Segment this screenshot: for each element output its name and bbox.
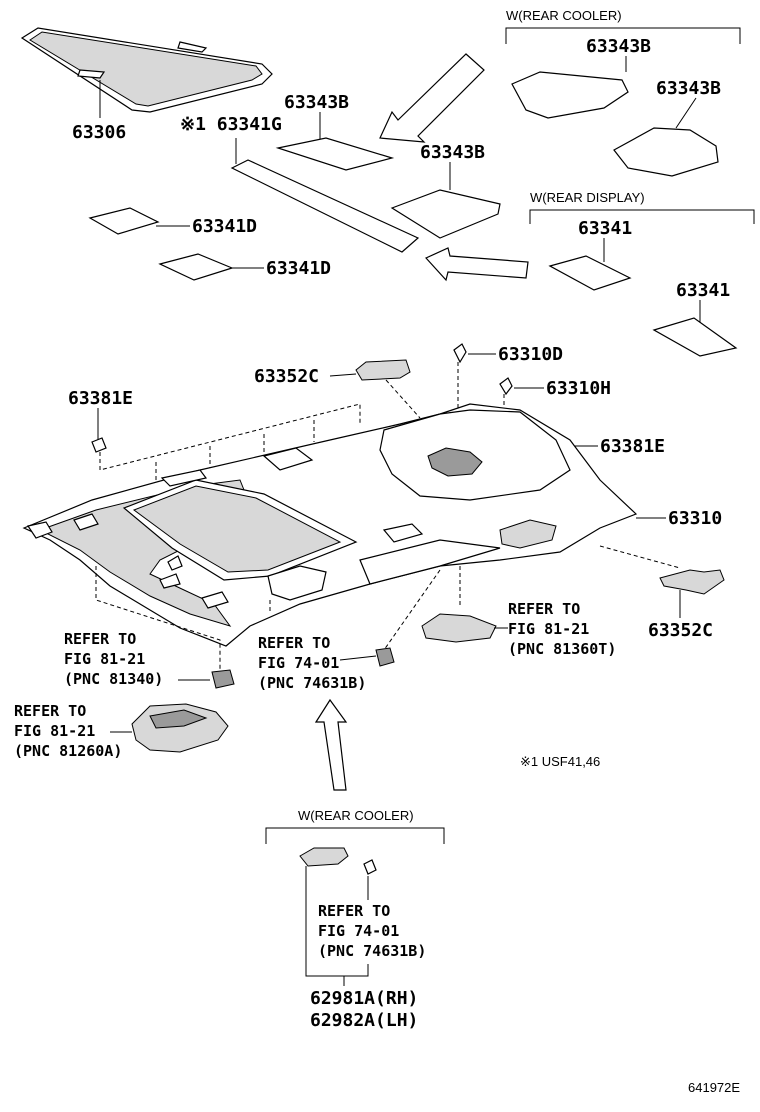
ref-74631b-1-line-3: (PNC 74631B) (258, 674, 366, 692)
sunshade-part-63306 (20, 27, 273, 113)
label-63341-1: 63341 (578, 218, 632, 239)
ref-81260a-line-2: FIG 81-21 (14, 722, 95, 740)
label-63310d: 63310D (498, 344, 563, 365)
label-63306: 63306 (72, 122, 126, 143)
label-63341-2: 63341 (676, 280, 730, 301)
label-62981a: 62981A(RH) (310, 988, 418, 1009)
rear-cooler-register (299, 847, 349, 867)
reference-81360t: REFER TO FIG 81-21 (PNC 81360T) (508, 600, 616, 658)
label-63310: 63310 (668, 508, 722, 529)
reference-74631b-2: REFER TO FIG 74-01 (PNC 74631B) (318, 902, 426, 960)
ref-74631b-2-line-3: (PNC 74631B) (318, 942, 426, 960)
ref-81260a-line-3: (PNC 81260A) (14, 742, 122, 760)
reference-74631b-1: REFER TO FIG 74-01 (PNC 74631B) (258, 634, 366, 692)
ref-81360t-line-1: REFER TO (508, 600, 580, 618)
footnote-text: ※1 USF41,46 (520, 754, 600, 769)
label-63343b-3: 63343B (284, 92, 349, 113)
assembly-arrow-middle (425, 247, 529, 282)
ref-81360t-line-3: (PNC 81360T) (508, 640, 616, 658)
ref-81340-line-2: FIG 81-21 (64, 650, 145, 668)
ref-81260a-line-1: REFER TO (14, 702, 86, 720)
group-label-rear-display: W(REAR DISPLAY) (530, 190, 645, 205)
ref-74631b-2-line-1: REFER TO (318, 902, 390, 920)
label-63341g: ※1 63341G (180, 114, 282, 135)
assembly-arrow-bottom (314, 698, 348, 791)
ref-81340-line-3: (PNC 81340) (64, 670, 163, 688)
assembly-arrow-top (379, 53, 485, 143)
label-63343b-4: 63343B (420, 142, 485, 163)
label-63381e-1: 63381E (68, 388, 133, 409)
label-63352c-2: 63352C (648, 620, 713, 641)
label-63343b-1: 63343B (586, 36, 651, 57)
figure-id: 641972E (688, 1080, 740, 1095)
reference-81260a: REFER TO FIG 81-21 (PNC 81260A) (14, 702, 122, 760)
headliner-part-63310 (22, 403, 638, 647)
label-63343b-2: 63343B (656, 78, 721, 99)
label-63341d-1: 63341D (192, 216, 257, 237)
ref-74631b-2-line-2: FIG 74-01 (318, 922, 399, 940)
label-63381e-2: 63381E (600, 436, 665, 457)
label-62982a: 62982A(LH) (310, 1010, 418, 1031)
reference-81340: REFER TO FIG 81-21 (PNC 81340) (64, 630, 163, 688)
group-label-rear-cooler-bottom: W(REAR COOLER) (298, 808, 414, 823)
label-63352c-1: 63352C (254, 366, 319, 387)
ref-74631b-1-line-2: FIG 74-01 (258, 654, 339, 672)
map-lamp-81360t (421, 613, 497, 643)
ref-74631b-1-line-1: REFER TO (258, 634, 330, 652)
label-63310h: 63310H (546, 378, 611, 399)
group-label-rear-cooler-top: W(REAR COOLER) (506, 8, 622, 23)
ref-81340-line-1: REFER TO (64, 630, 136, 648)
label-63341d-2: 63341D (266, 258, 331, 279)
ref-81360t-line-2: FIG 81-21 (508, 620, 589, 638)
